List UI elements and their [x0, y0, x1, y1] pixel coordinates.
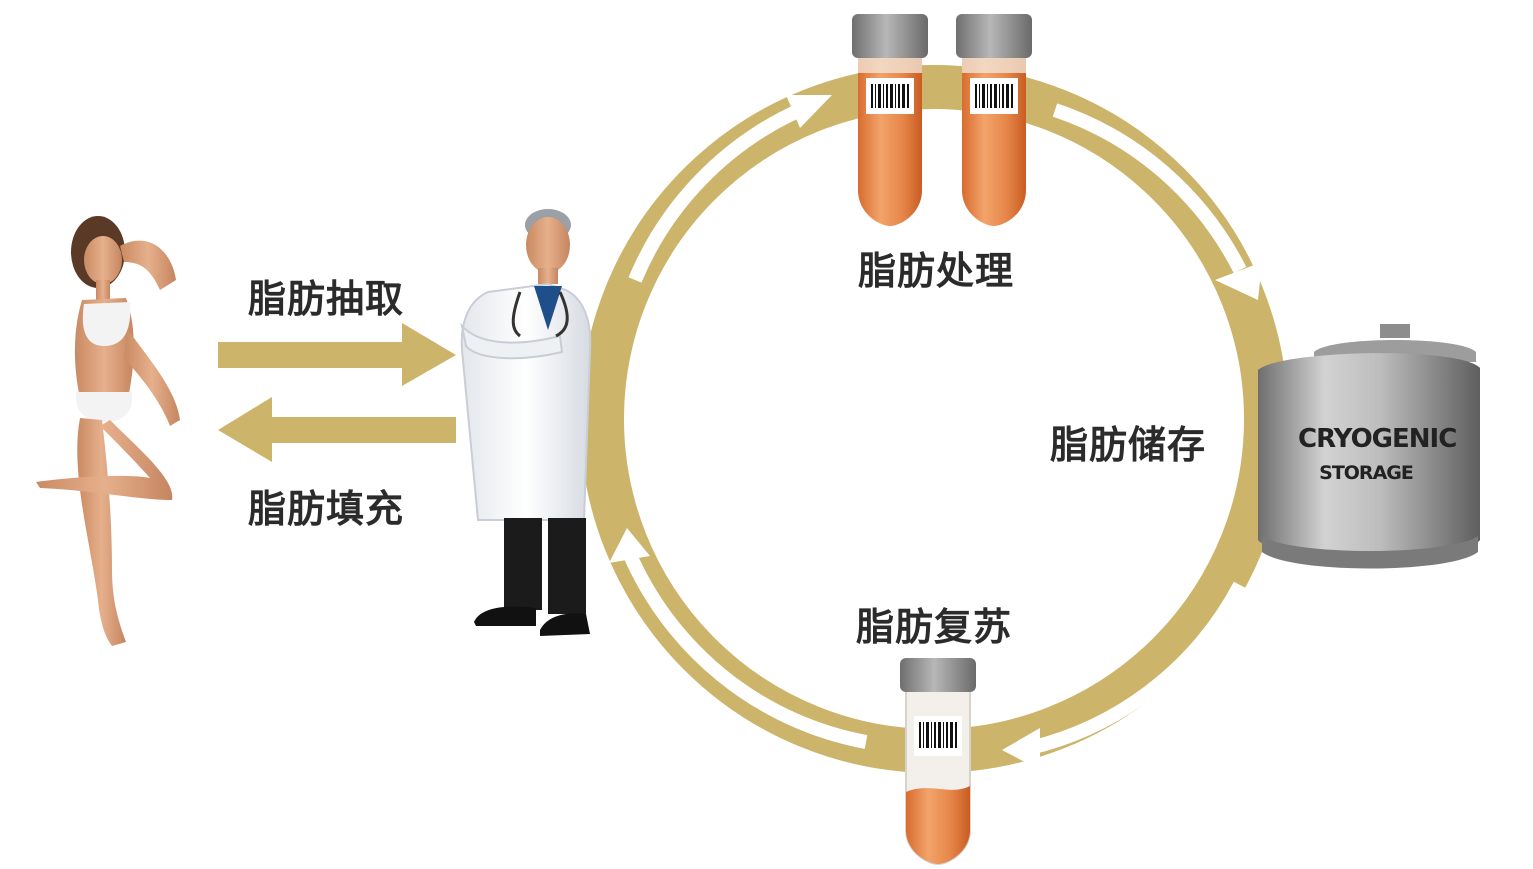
barcode-icon — [919, 722, 957, 748]
tank-label-line2: STORAGE — [1319, 462, 1414, 484]
filling-label: 脂肪填充 — [248, 487, 405, 531]
cryogenic-tank-icon — [1258, 324, 1480, 569]
extraction-arrow — [218, 323, 456, 386]
extraction-label: 脂肪抽取 — [248, 277, 405, 321]
doctor-figure-icon — [460, 209, 592, 636]
woman-figure-icon — [36, 216, 180, 646]
test-tube-processing-1-icon — [852, 14, 928, 226]
tank-label-line1: CRYOGENIC — [1298, 424, 1457, 454]
barcode-icon — [871, 84, 909, 108]
ring-arrow-left-lower — [609, 528, 868, 749]
revival-label: 脂肪复苏 — [856, 605, 1013, 649]
filling-arrow — [218, 397, 456, 462]
ring-arrow-left-upper — [628, 95, 832, 283]
test-tube-processing-2-icon — [956, 14, 1032, 226]
storage-label: 脂肪储存 — [1050, 423, 1207, 467]
barcode-icon — [975, 84, 1013, 108]
ring-arrow-right-lower — [1002, 581, 1247, 770]
ring-arrow-right-upper — [1052, 103, 1262, 300]
processing-label: 脂肪处理 — [858, 249, 1015, 293]
test-tube-revival-icon — [900, 658, 976, 866]
